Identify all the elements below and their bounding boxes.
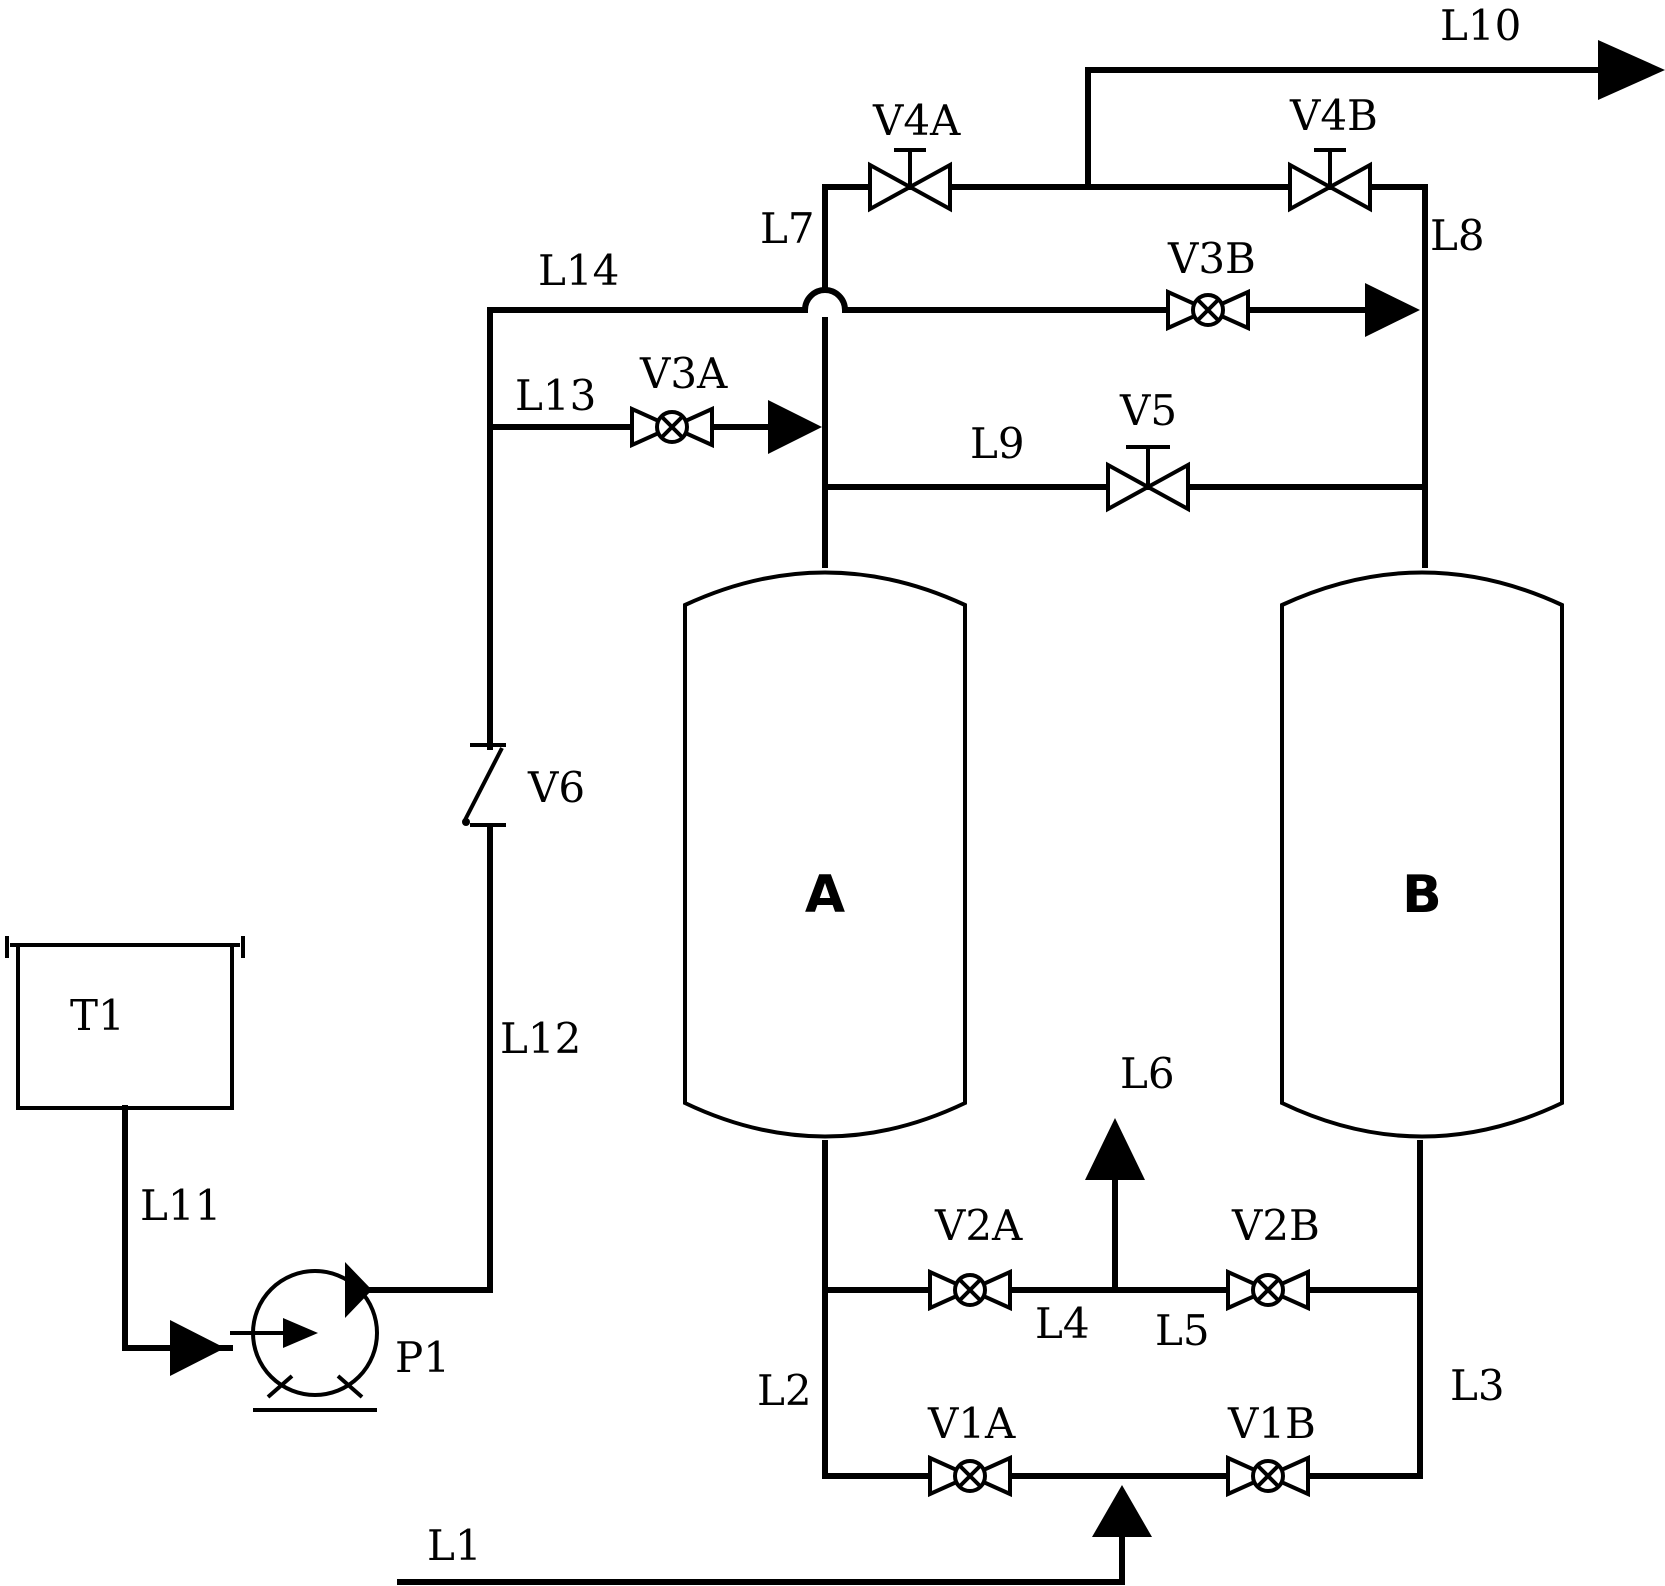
arrows — [170, 40, 1665, 1537]
label-l4: L4 — [1035, 1299, 1090, 1348]
pump-label: P1 — [395, 1333, 450, 1382]
valve-v2b — [1226, 1268, 1310, 1312]
label-l9: L9 — [970, 419, 1025, 468]
pipes — [122, 67, 1608, 1585]
v3b-arrow-icon — [1365, 283, 1420, 337]
v3a-arrow-icon — [768, 400, 822, 454]
l6-arrow-icon — [1085, 1118, 1145, 1180]
tank-t1: T1 — [5, 936, 245, 1110]
vessel-a-label: A — [805, 865, 845, 925]
label-l2: L2 — [757, 1366, 812, 1415]
label-l8: L8 — [1430, 211, 1485, 260]
label-l11: L11 — [140, 1181, 221, 1230]
label-l3: L3 — [1450, 1361, 1505, 1410]
valve-v1b — [1226, 1454, 1310, 1498]
valve-v1a — [928, 1454, 1012, 1498]
label-v3b: V3B — [1167, 234, 1256, 283]
line-labels: L1 L2 L3 L4 L5 L6 L7 L8 L9 L10 L11 L12 L… — [140, 1, 1521, 1570]
pump-arrow-icon — [283, 1318, 318, 1348]
vessel-a: A — [683, 570, 967, 1139]
label-l6: L6 — [1120, 1049, 1175, 1098]
pipe-l14 — [487, 287, 1408, 750]
valve-v5 — [1106, 445, 1190, 513]
label-v2a: V2A — [934, 1201, 1023, 1250]
pipe-l12 — [357, 825, 493, 1293]
valve-v4a — [868, 148, 952, 213]
label-v4a: V4A — [872, 96, 961, 145]
pipe-l7-upper — [822, 184, 1428, 568]
pipe-l10 — [1085, 67, 1608, 190]
label-v3a: V3A — [639, 349, 728, 398]
label-v2b: V2B — [1231, 1201, 1320, 1250]
l10-arrow-icon — [1598, 40, 1665, 100]
label-l14: L14 — [538, 246, 619, 295]
valve-v3a — [630, 405, 714, 449]
tank-label: T1 — [70, 991, 125, 1040]
vessel-b: B — [1280, 570, 1564, 1139]
label-v1b: V1B — [1227, 1399, 1316, 1448]
label-l1: L1 — [427, 1521, 482, 1570]
valve-v2a — [928, 1268, 1012, 1312]
label-l12: L12 — [500, 1014, 581, 1063]
label-v1a: V1A — [927, 1399, 1016, 1448]
valve-labels: V1A V1B V2A V2B V3A V3B V4A V4B V5 V6 — [527, 91, 1378, 1448]
pipe-l1 — [397, 1529, 1125, 1585]
pump-outlet-arrow-icon — [345, 1262, 372, 1318]
vessel-b-label: B — [1402, 865, 1442, 925]
label-l7: L7 — [760, 204, 815, 253]
pump-p1: P1 — [230, 1262, 450, 1412]
label-v6: V6 — [527, 763, 585, 812]
l1-arrow-icon — [1092, 1485, 1152, 1537]
valve-v3b — [1166, 288, 1250, 332]
label-v4b: V4B — [1289, 91, 1378, 140]
valve-v4b — [1288, 148, 1372, 213]
label-l10: L10 — [1440, 1, 1521, 50]
check-valve-v6 — [462, 743, 506, 827]
label-l5: L5 — [1155, 1306, 1210, 1355]
pipe-bottom-manifold — [822, 1140, 1423, 1479]
label-v5: V5 — [1119, 386, 1177, 435]
l11-arrow-icon — [170, 1320, 225, 1376]
label-l13: L13 — [515, 371, 596, 420]
